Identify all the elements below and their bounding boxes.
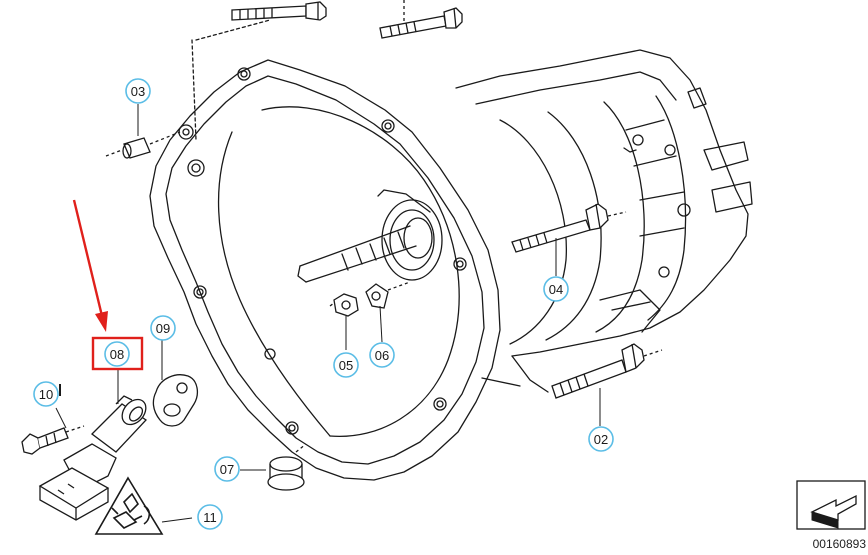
bolt-top-right xyxy=(379,0,463,39)
leader-lines xyxy=(55,104,601,523)
callout-03[interactable]: 03 xyxy=(125,78,151,104)
svg-text:04: 04 xyxy=(549,282,563,297)
nut-05 xyxy=(329,293,359,317)
callout-06[interactable]: 06 xyxy=(369,342,395,368)
gasket-09 xyxy=(152,374,199,427)
callout-10[interactable]: 10 xyxy=(33,381,59,407)
svg-text:11: 11 xyxy=(203,510,217,525)
plug-07 xyxy=(267,443,307,491)
transmission-housing xyxy=(149,19,753,481)
callout-08[interactable]: 08 xyxy=(91,336,144,371)
warning-label-11 xyxy=(94,476,164,535)
sleeve-03 xyxy=(105,131,181,159)
svg-text:10: 10 xyxy=(39,387,53,402)
svg-text:07: 07 xyxy=(220,462,234,477)
svg-text:09: 09 xyxy=(156,321,170,336)
arrow-icon xyxy=(810,494,857,521)
callout-09[interactable]: 09 xyxy=(150,315,176,341)
bolt-04 xyxy=(511,203,627,253)
svg-text:06: 06 xyxy=(375,348,389,363)
svg-text:03: 03 xyxy=(131,84,145,99)
svg-text:08: 08 xyxy=(110,347,124,362)
red-arrow xyxy=(72,199,108,332)
callout-11[interactable]: 11 xyxy=(197,504,223,530)
callout-04[interactable]: 04 xyxy=(543,276,569,302)
sensor-08 xyxy=(38,395,147,521)
bolt-02 xyxy=(551,343,663,399)
direction-icon[interactable] xyxy=(796,480,866,530)
callout-02[interactable]: 02 xyxy=(588,426,614,452)
callout-07[interactable]: 07 xyxy=(214,456,240,482)
svg-text:02: 02 xyxy=(594,432,608,447)
svg-text:05: 05 xyxy=(339,358,353,373)
callout-05[interactable]: 05 xyxy=(333,352,359,378)
bolt-top-left xyxy=(231,1,327,21)
document-number: 00160893 xyxy=(813,537,867,551)
bolt-10 xyxy=(21,384,85,455)
washer-06 xyxy=(365,281,411,309)
